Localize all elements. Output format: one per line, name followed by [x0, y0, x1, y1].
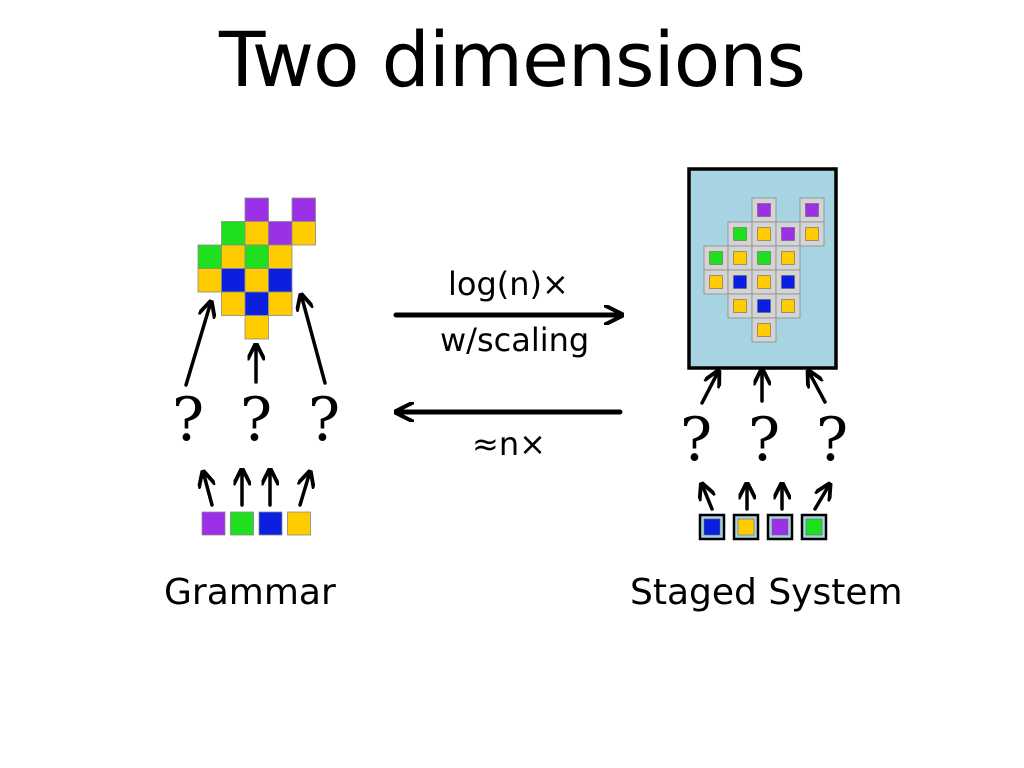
staged-part-tile-green: [805, 518, 823, 536]
grammar-tile-yellow: [244, 315, 269, 340]
bin-tile-core-yellow: [757, 227, 771, 241]
grammar-tile-purple: [268, 221, 293, 246]
grammar-part-arrow-1: [204, 475, 212, 507]
bin-tile-core-yellow: [781, 299, 795, 313]
bin-tile-core-blue: [757, 299, 771, 313]
staged-part-tile-yellow: [737, 518, 755, 536]
staged-arrow-left: [700, 374, 717, 405]
bin-tile-core-purple: [805, 203, 819, 217]
grammar-tile-yellow: [197, 268, 222, 293]
staged-part-tile-blue: [703, 518, 721, 536]
staged-question-mark-3: ?: [816, 405, 849, 475]
grammar-part-blue: [258, 511, 283, 536]
grammar-tile-yellow: [268, 244, 293, 269]
grammar-tile-yellow: [291, 221, 316, 246]
bin-tile-core-green: [733, 227, 747, 241]
staged-question-mark-1: ?: [680, 405, 713, 475]
slide-title: Two dimensions: [219, 15, 806, 104]
grammar-tile-yellow: [244, 268, 269, 293]
bin-tile-core-blue: [733, 275, 747, 289]
grammar-label: Grammar: [164, 572, 336, 613]
bin-tile-core-yellow: [733, 299, 747, 313]
backward-arrow-label: ≈n×: [472, 425, 546, 463]
grammar-tile-yellow: [244, 221, 269, 246]
grammar-question-mark-2: ?: [240, 385, 273, 455]
grammar-tile-blue: [244, 291, 269, 316]
bin-tile-core-yellow: [757, 275, 771, 289]
staged-system-label: Staged System: [630, 572, 903, 613]
forward-arrow-label-top: log(n)×: [448, 265, 569, 303]
grammar-arrow-left: [184, 305, 210, 387]
bin-tile-core-purple: [781, 227, 795, 241]
grammar-part-purple: [201, 511, 226, 536]
grammar-tile-blue: [221, 268, 246, 293]
grammar-tile-green: [244, 244, 269, 269]
bin-tile-core-blue: [781, 275, 795, 289]
grammar-tile-yellow: [221, 244, 246, 269]
staged-part-tile-purple: [771, 518, 789, 536]
grammar-part-green: [230, 511, 254, 536]
grammar-part-arrow-4: [300, 475, 309, 507]
bin-tile-core-yellow: [781, 251, 795, 265]
bin-tile-core-yellow: [709, 275, 723, 289]
bin-tile-core-green: [709, 251, 723, 265]
staged-arrow-right: [810, 374, 827, 404]
bin-tile-core-green: [757, 251, 771, 265]
staged-question-mark-2: ?: [748, 405, 781, 475]
grammar-tile-yellow: [221, 291, 246, 316]
bin-tile-core-yellow: [733, 251, 747, 265]
grammar-tile-green: [197, 244, 222, 269]
grammar-question-mark-3: ?: [308, 385, 341, 455]
grammar-tile-purple: [291, 197, 316, 222]
grammar-tile-purple: [244, 197, 269, 222]
staged-part-arrow-4: [813, 487, 828, 511]
forward-arrow-label-bottom: w/scaling: [440, 321, 590, 359]
grammar-part-yellow: [287, 511, 311, 536]
bin-tile-core-yellow: [757, 323, 771, 337]
staged-part-arrow-1: [703, 487, 712, 511]
grammar-question-mark-1: ?: [172, 385, 205, 455]
grammar-tile-yellow: [268, 291, 293, 316]
grammar-tile-green: [221, 221, 246, 246]
grammar-arrow-right: [302, 298, 327, 385]
bin-tile-core-purple: [757, 203, 771, 217]
bin-tile-core-yellow: [805, 227, 819, 241]
grammar-tile-blue: [268, 268, 293, 293]
